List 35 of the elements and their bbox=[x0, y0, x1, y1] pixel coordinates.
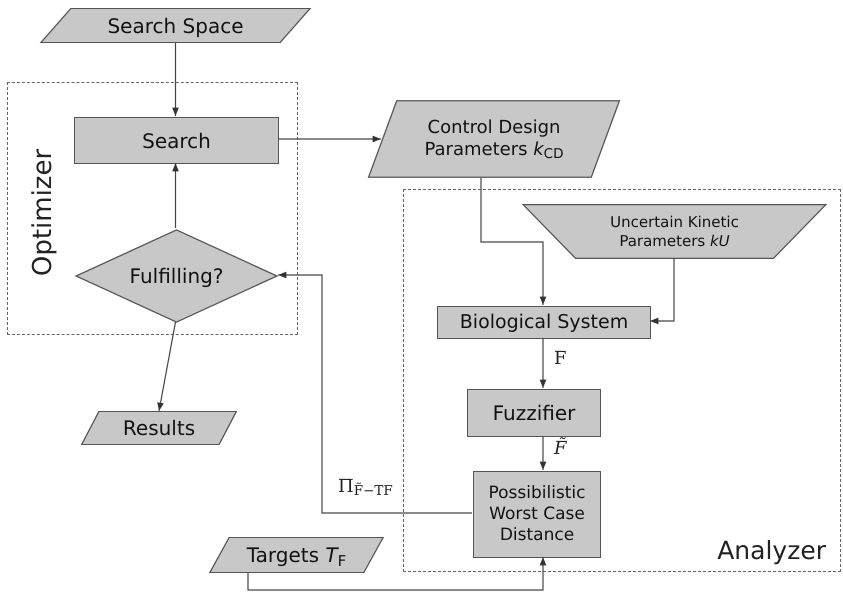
node-label: Uncertain Kinetic Parameters kU bbox=[609, 212, 740, 250]
input-parallelogram bbox=[208, 537, 385, 573]
group-label: Optimizer bbox=[27, 148, 60, 276]
node-label: Control Design Parameters k$_{CD}$ bbox=[423, 116, 564, 162]
arrow bbox=[650, 258, 675, 324]
node-label: Fulfilling? bbox=[130, 263, 224, 290]
node-label: Search Space bbox=[107, 12, 244, 40]
group-label: Analyzer bbox=[717, 534, 826, 566]
arrow bbox=[157, 322, 176, 412]
analyzer-group bbox=[403, 189, 841, 572]
node-label: Search bbox=[142, 128, 211, 154]
arrow bbox=[172, 43, 179, 116]
arrow bbox=[480, 178, 546, 305]
process-box bbox=[437, 306, 651, 339]
process-box bbox=[74, 117, 279, 164]
arrow bbox=[540, 436, 546, 470]
arrow bbox=[278, 272, 472, 514]
edge-label: Π$_{F̃−TF}$ bbox=[336, 478, 395, 496]
node-label: Targets T$_{F}$ bbox=[246, 542, 346, 570]
output-parallelogram bbox=[80, 411, 238, 445]
optimizer-group bbox=[7, 82, 298, 335]
process-box bbox=[467, 389, 601, 437]
input-trapezoid bbox=[520, 204, 829, 259]
input-parallelogram bbox=[366, 100, 622, 178]
input-parallelogram bbox=[38, 8, 313, 43]
decision-diamond bbox=[74, 229, 279, 323]
arrow bbox=[172, 163, 179, 228]
node-label: Possibilistic Worst Case Distance bbox=[487, 482, 587, 546]
process-box bbox=[473, 471, 601, 558]
node-label: Results bbox=[122, 415, 196, 442]
arrow bbox=[278, 136, 381, 142]
node-label: Fuzzifier bbox=[492, 400, 576, 427]
arrow bbox=[247, 557, 546, 591]
arrow bbox=[540, 338, 546, 388]
node-label: Biological System bbox=[460, 310, 628, 336]
